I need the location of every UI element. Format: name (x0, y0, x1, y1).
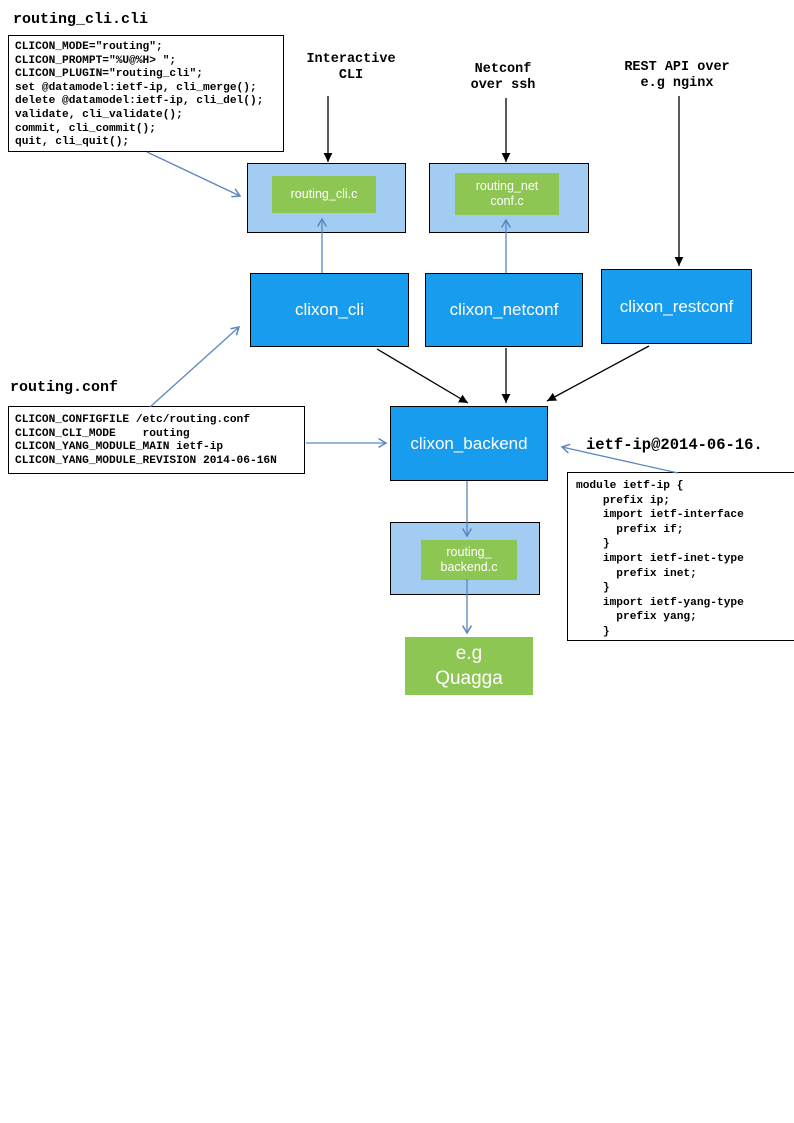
plugin-box-routing-cli-c: routing_cli.c (272, 176, 376, 213)
process-box-clixon-backend: clixon_backend (390, 406, 548, 481)
process-box-clixon-restconf: clixon_restconf (601, 269, 752, 344)
arrow-conf-to-clixoncli (149, 327, 239, 408)
cli-file-code: CLICON_MODE="routing"; CLICON_PROMPT="%U… (15, 41, 264, 149)
yang-module-code: module ietf-ip { prefix ip; import ietf-… (576, 480, 744, 638)
arrow-cli-to-backend (376, 348, 469, 404)
label-netconf-over-ssh: Netconf over ssh (470, 62, 536, 93)
arrow-clifile-to-cli-plugin (146, 151, 240, 196)
plugin-box-routing-backend-c: routing_ backend.c (421, 540, 517, 580)
process-box-clixon-cli: clixon_cli (250, 273, 409, 347)
cli-file-codebox: CLICON_MODE="routing"; CLICON_PROMPT="%U… (8, 35, 284, 152)
arrow-restconf-to-backend (546, 345, 650, 402)
conf-file-codebox: CLICON_CONFIGFILE /etc/routing.conf CLIC… (8, 406, 305, 474)
label-rest-api: REST API over e.g nginx (624, 60, 730, 91)
process-box-clixon-netconf: clixon_netconf (425, 273, 583, 347)
plugin-box-routing-netconf-c: routing_net conf.c (455, 173, 559, 215)
yang-module-label: ietf-ip@2014-06-16. (586, 436, 763, 454)
label-interactive-cli: Interactive CLI (306, 52, 396, 83)
conf-file-title: routing.conf (10, 379, 119, 396)
target-box-quagga: e.g Quagga (405, 637, 533, 695)
cli-file-title: routing_cli.cli (13, 11, 149, 28)
yang-module-codebox: module ietf-ip { prefix ip; import ietf-… (567, 472, 794, 641)
conf-file-code: CLICON_CONFIGFILE /etc/routing.conf CLIC… (15, 414, 277, 467)
